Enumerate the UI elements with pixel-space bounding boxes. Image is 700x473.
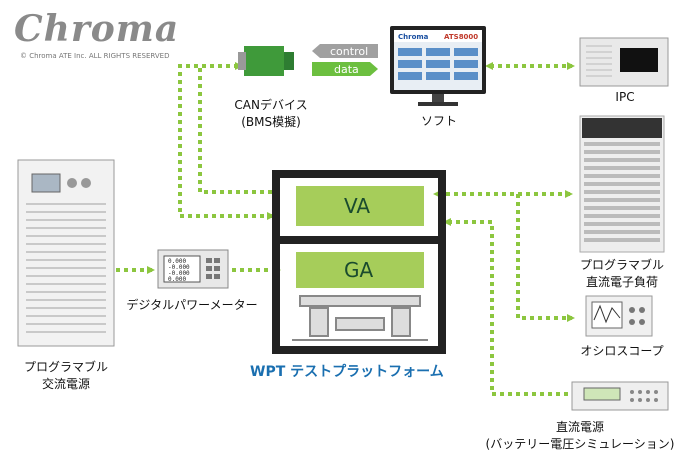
ac-source-label: プログラマブル 交流電源 (23, 360, 108, 391)
can-device-label: CANデバイス (BMS模擬) (234, 98, 308, 129)
chroma-logo: Chroma (14, 8, 180, 50)
oscilloscope-illustration (585, 295, 653, 337)
ac-source-illustration (17, 159, 115, 347)
arrow-va-to-scope (516, 194, 575, 322)
meter-reading-1: 0.000 (168, 258, 186, 265)
wpt-frame (272, 170, 446, 354)
oscilloscope-label: オシロスコープ (580, 344, 664, 358)
arrow-dcsource-to-va (443, 218, 568, 396)
positioning-mechanism (292, 295, 428, 341)
meter-reading-4: 0.000 (168, 276, 186, 283)
can-device-illustration (238, 46, 294, 76)
control-pill (312, 44, 378, 58)
meter-reading-2: -0.000 (168, 264, 190, 271)
connection-arrows (116, 62, 575, 396)
software-screen-product: ATS8000 (444, 33, 478, 41)
ga-box (296, 252, 424, 288)
ga-label: GA (344, 258, 374, 282)
va-box (296, 186, 424, 226)
ipc-label: IPC (615, 90, 635, 104)
control-label: control (330, 45, 368, 58)
arrow-can-to-va-outer (178, 62, 275, 220)
wpt-platform-title: WPT テストプラットフォーム (250, 364, 444, 380)
va-label: VA (344, 194, 371, 218)
software-monitor-illustration (390, 26, 486, 106)
signal-pills (312, 44, 378, 76)
software-screen-title: Chroma (398, 33, 429, 41)
digital-power-meter-label: デジタルパワーメーター (126, 298, 258, 312)
dc-source-label: 直流電源 (バッテリー電圧シミュレーション) (485, 420, 675, 451)
copyright-text: © Chroma ATE Inc. ALL RIGHTS RESERVED (20, 52, 170, 60)
meter-reading-3: -0.000 (168, 270, 190, 277)
digital-power-meter-illustration (157, 249, 229, 289)
arrow-can-to-va-inner (198, 64, 272, 194)
data-pill (312, 62, 378, 76)
software-label: ソフト (420, 114, 457, 128)
ipc-illustration (579, 37, 669, 87)
dc-load-illustration (579, 115, 665, 253)
dc-source-illustration (571, 381, 669, 411)
data-label: data (334, 63, 359, 76)
dc-load-label: プログラマブル 直流電子負荷 (579, 258, 664, 289)
